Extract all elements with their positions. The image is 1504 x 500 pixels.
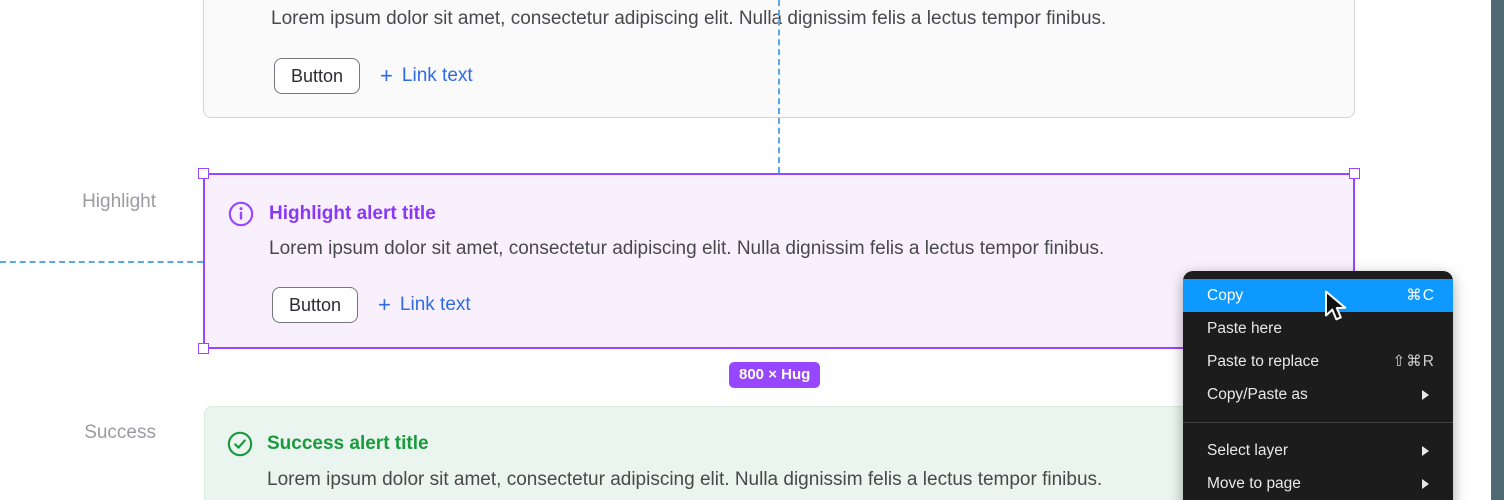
menu-item-label: Select layer [1207, 441, 1288, 459]
alert-link[interactable]: + Link text [378, 294, 471, 316]
alert-body-text: Lorem ipsum dolor sit amet, consectetur … [267, 469, 1103, 490]
check-circle-icon [227, 431, 253, 457]
horizontal-alignment-guide [0, 261, 203, 263]
alert-actions: Button + Link text [274, 58, 473, 94]
size-badge: 800 × Hug [729, 362, 821, 388]
alert-link-label: Link text [401, 65, 473, 86]
vertical-alignment-guide [778, 0, 780, 173]
menu-item-label: Move to page [1207, 474, 1301, 492]
alert-button[interactable]: Button [272, 287, 359, 323]
selection-handle-top-left[interactable] [198, 168, 209, 179]
row-label-success: Success [84, 422, 156, 443]
alert-body-text: Lorem ipsum dolor sit amet, consectetur … [269, 238, 1105, 259]
submenu-arrow-icon [1422, 389, 1429, 400]
alert-card-success[interactable]: Success alert title Lorem ipsum dolor si… [204, 406, 1355, 500]
alert-actions: Button + Link text [272, 287, 471, 323]
alert-body-text: Lorem ipsum dolor sit amet, consectetur … [271, 8, 1107, 29]
menu-item-move-to-page[interactable]: Move to page [1183, 467, 1453, 500]
submenu-arrow-icon [1422, 478, 1429, 489]
menu-item-shortcut: ⌘C [1406, 287, 1435, 304]
selection-handle-top-right[interactable] [1349, 168, 1360, 179]
menu-item-select-layer[interactable]: Select layer [1183, 434, 1453, 467]
menu-item-copy[interactable]: Copy ⌘C [1183, 279, 1453, 312]
plus-icon: + [380, 63, 393, 88]
plus-icon: + [378, 292, 391, 317]
menu-separator [1183, 422, 1453, 423]
selection-handle-bottom-left[interactable] [198, 343, 209, 354]
right-edge-panel-strip [1491, 0, 1504, 500]
menu-item-paste-here[interactable]: Paste here [1183, 312, 1453, 345]
alert-link-label: Link text [399, 294, 471, 315]
alert-button[interactable]: Button [274, 58, 361, 94]
submenu-arrow-icon [1422, 445, 1429, 456]
alert-card-highlight[interactable]: Highlight alert title Lorem ipsum dolor … [198, 168, 1360, 354]
menu-item-copy-paste-as[interactable]: Copy/Paste as [1183, 378, 1453, 411]
menu-item-label: Copy/Paste as [1207, 385, 1308, 403]
menu-item-shortcut: ⇧⌘R [1392, 353, 1435, 370]
info-icon [228, 201, 254, 227]
menu-item-label: Copy [1207, 286, 1244, 304]
alert-title: Highlight alert title [269, 203, 436, 224]
alert-link[interactable]: + Link text [380, 65, 473, 87]
row-label-highlight: Highlight [82, 191, 156, 212]
menu-item-paste-to-replace[interactable]: Paste to replace ⇧⌘R [1183, 345, 1453, 378]
menu-item-label: Paste here [1207, 319, 1282, 337]
menu-item-label: Paste to replace [1207, 352, 1320, 370]
alert-title: Success alert title [267, 433, 429, 454]
